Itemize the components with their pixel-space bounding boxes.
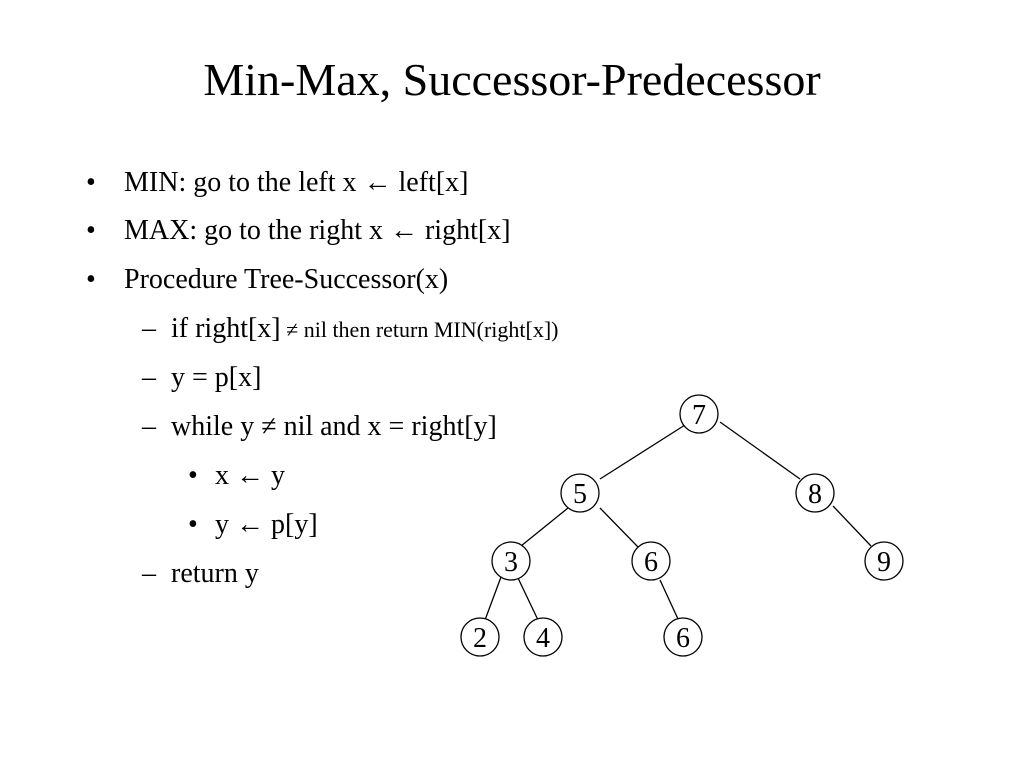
substep-text: y ← p[y] bbox=[215, 509, 318, 540]
bullet-marker: • bbox=[86, 167, 96, 198]
tree-node: 6 bbox=[631, 541, 671, 581]
step-text: return y bbox=[171, 558, 259, 589]
tree-nodes: 7 5 8 3 6 9 2 bbox=[460, 394, 904, 657]
tree-node-label: 2 bbox=[473, 623, 487, 654]
tree-node: 8 bbox=[795, 473, 835, 513]
tree-node-label: 8 bbox=[808, 479, 822, 510]
tree-node-label: 3 bbox=[504, 547, 518, 578]
bullet-min: • MIN: go to the left x ← left[x] bbox=[86, 165, 468, 201]
step-if-right: – if right[x] ≠ nil then return MIN(righ… bbox=[142, 311, 558, 348]
tree-edge bbox=[517, 577, 539, 621]
tree-node-label: 6 bbox=[644, 547, 658, 578]
tree-node: 4 bbox=[523, 617, 563, 657]
step-text: if right[x] bbox=[171, 313, 281, 344]
substep-text: x ← y bbox=[215, 460, 285, 491]
bullet-marker: • bbox=[188, 460, 198, 491]
step-return: – return y bbox=[142, 556, 259, 592]
step-while: – while y ≠ nil and x = right[y] bbox=[142, 409, 497, 445]
dash-marker: – bbox=[142, 558, 156, 589]
tree-node-label: 9 bbox=[877, 547, 891, 578]
tree-edges bbox=[484, 421, 872, 621]
tree-edge bbox=[719, 421, 801, 480]
bullet-marker: • bbox=[86, 264, 96, 295]
dash-marker: – bbox=[142, 313, 156, 344]
tree-edge bbox=[520, 507, 569, 547]
substep-y-assign: • y ← p[y] bbox=[188, 507, 318, 543]
tree-edge bbox=[484, 576, 502, 621]
dash-marker: – bbox=[142, 362, 156, 393]
step-text: while y ≠ nil and x = right[y] bbox=[171, 411, 497, 442]
tree-edge bbox=[832, 505, 872, 547]
tree-node-label: 5 bbox=[573, 479, 587, 510]
tree-node-label: 6 bbox=[676, 623, 690, 654]
bullet-text: MAX: go to the right x ← right[x] bbox=[124, 215, 511, 246]
slide-title: Min-Max, Successor-Predecessor bbox=[203, 54, 821, 105]
step-text-small: ≠ nil then return MIN(right[x]) bbox=[280, 317, 559, 342]
bullet-max: • MAX: go to the right x ← right[x] bbox=[86, 213, 511, 249]
bullet-procedure: • Procedure Tree-Successor(x) bbox=[86, 262, 448, 298]
tree-node: 6 bbox=[663, 617, 703, 657]
tree-node: 7 bbox=[679, 394, 719, 434]
bullet-marker: • bbox=[86, 215, 96, 246]
tree-node: 3 bbox=[491, 541, 531, 581]
bullet-marker: • bbox=[188, 509, 198, 540]
tree-node: 2 bbox=[460, 617, 500, 657]
tree-edge bbox=[599, 424, 686, 480]
dash-marker: – bbox=[142, 411, 156, 442]
tree-node: 5 bbox=[560, 473, 600, 513]
bullet-text: MIN: go to the left x ← left[x] bbox=[124, 167, 469, 198]
step-y-assign: – y = p[x] bbox=[142, 360, 261, 396]
tree-node-label: 4 bbox=[536, 623, 550, 654]
substep-x-assign: • x ← y bbox=[188, 458, 285, 494]
step-text: y = p[x] bbox=[171, 362, 262, 393]
tree-node-label: 7 bbox=[692, 400, 706, 431]
tree-edge bbox=[599, 507, 639, 548]
tree-edge bbox=[659, 579, 679, 620]
tree-node: 9 bbox=[864, 541, 904, 581]
bullet-text: Procedure Tree-Successor(x) bbox=[124, 264, 449, 295]
